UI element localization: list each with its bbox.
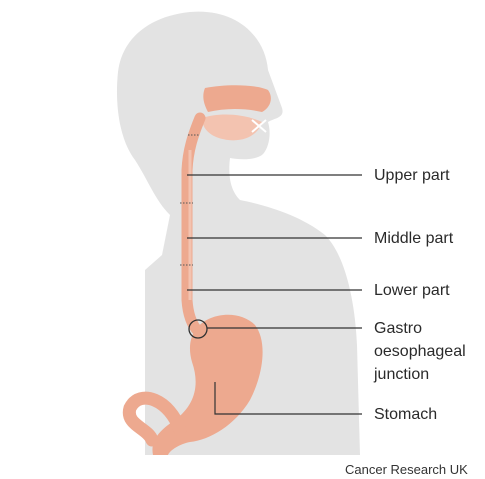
credit-text: Cancer Research UK bbox=[345, 462, 468, 477]
oral-cavity bbox=[203, 85, 271, 112]
label-middle-part: Middle part bbox=[374, 228, 453, 249]
label-junction-line2: oesophageal bbox=[374, 341, 466, 362]
label-junction-line3: junction bbox=[374, 364, 429, 385]
label-lower-part: Lower part bbox=[374, 280, 450, 301]
label-junction-line1: Gastro bbox=[374, 318, 422, 339]
label-stomach: Stomach bbox=[374, 404, 437, 425]
label-upper-part: Upper part bbox=[374, 165, 450, 186]
